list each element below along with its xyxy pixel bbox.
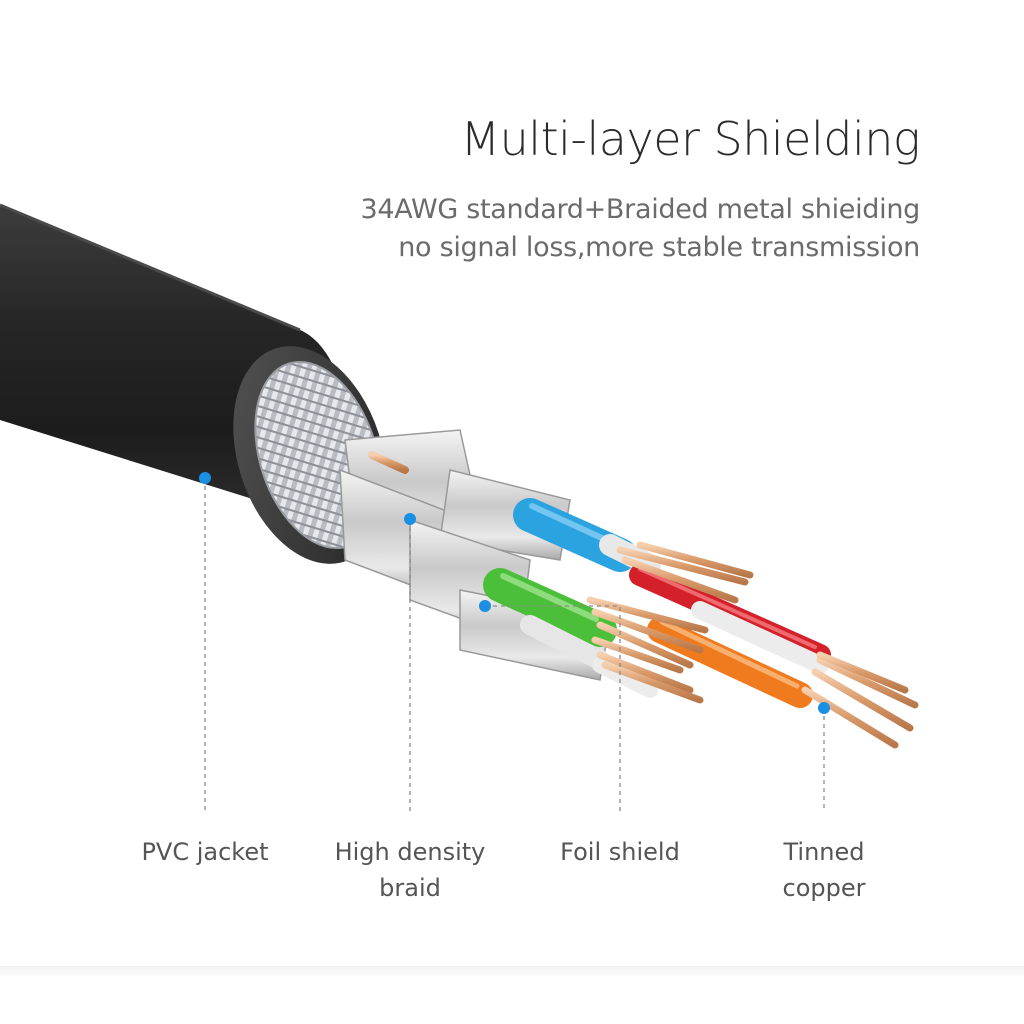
dot-tinned-copper — [818, 702, 830, 714]
label-line: High density — [334, 838, 486, 866]
dot-foil-shield — [479, 600, 491, 612]
tinned-copper-strands — [586, 541, 919, 749]
bottom-divider — [0, 966, 1024, 1024]
label-foil-shield: Foil shield — [520, 834, 720, 870]
label-line: PVC jacket — [141, 838, 269, 866]
label-line: Foil shield — [560, 838, 680, 866]
dot-pvc-jacket — [199, 472, 211, 484]
label-pvc-jacket: PVC jacket — [105, 834, 305, 870]
insulated-wires — [483, 498, 831, 708]
page-title: Multi-layer Shielding — [460, 112, 920, 166]
marker-dots — [199, 472, 830, 714]
leader-lines — [204, 478, 825, 812]
subtitle-line-2: no signal loss,more stable transmission — [398, 232, 920, 263]
subtitle-line-1: 34AWG standard+Braided metal shieiding — [360, 194, 921, 225]
dot-braid — [404, 513, 416, 525]
label-line: Tinned — [783, 838, 865, 866]
label-line: braid — [379, 874, 441, 902]
label-high-density-braid: High density braid — [310, 834, 510, 906]
label-line: copper — [782, 874, 866, 902]
label-tinned-copper: Tinned copper — [724, 834, 924, 906]
